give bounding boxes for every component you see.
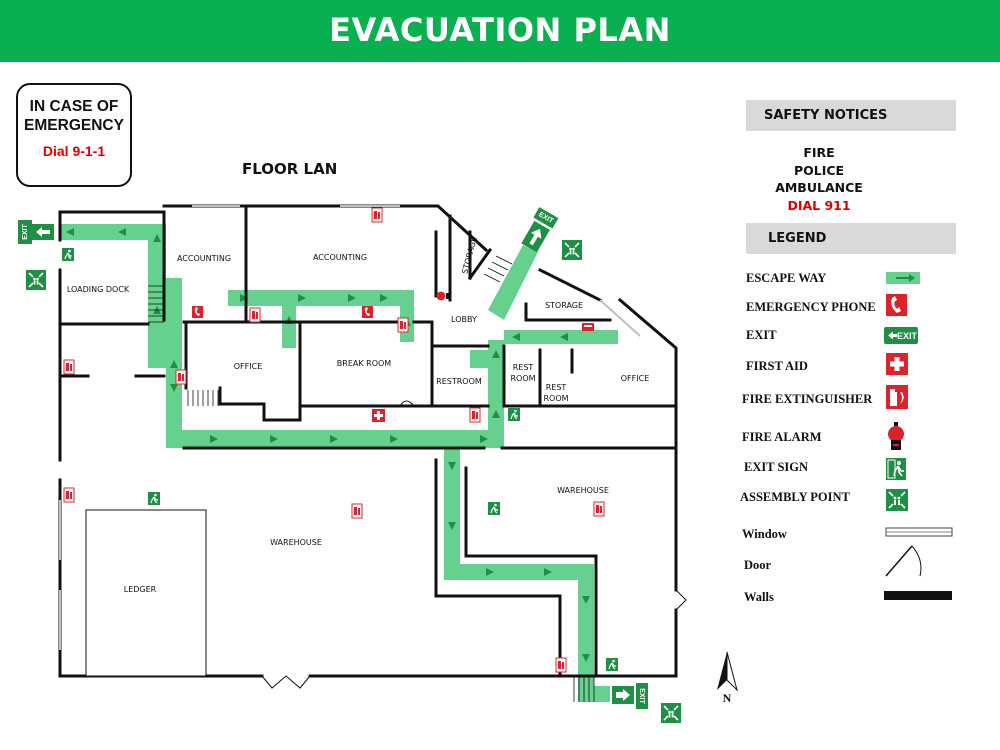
room-label-office-2: OFFICE xyxy=(621,374,650,383)
fire-alarm-icon xyxy=(888,422,904,450)
walls xyxy=(58,204,678,678)
exit-arrow-north xyxy=(521,220,550,253)
ledger-area xyxy=(85,509,207,677)
legend-label-exit-sign: EXIT SIGN xyxy=(744,460,809,474)
notice-police: POLICE xyxy=(793,162,845,178)
exit-text-west: EXIT xyxy=(22,223,29,239)
fire-alarm-icons xyxy=(436,291,594,331)
safety-notices-header: SAFETY NOTICES xyxy=(746,100,956,131)
legend-label-assembly-point: ASSEMBLY POINT xyxy=(740,490,850,504)
page-title: EVACUATION PLAN xyxy=(329,11,671,49)
exit-text-south: EXIT xyxy=(638,688,645,704)
exit-sign-west: EXIT xyxy=(18,220,54,244)
assembly-point-icon xyxy=(886,489,908,511)
escape-routes xyxy=(60,224,618,702)
room-label-break-room: BREAK ROOM xyxy=(337,359,392,368)
safety-notices: FIRE POLICE AMBULANCE DIAL 911 xyxy=(746,144,892,214)
legend-label-fire-extinguisher: FIRE EXTINGUISHER xyxy=(742,392,873,406)
first-aid-icon xyxy=(886,353,908,375)
fire-extinguisher-icon xyxy=(886,385,908,409)
room-label-lobby: LOBBY xyxy=(451,315,477,324)
room-label-loading-dock: LOADING DOCK xyxy=(67,285,130,294)
legend-label-walls: Walls xyxy=(744,590,774,604)
stairs xyxy=(148,255,595,702)
north-label: N xyxy=(723,691,732,705)
room-label-room-1: ROOM xyxy=(510,374,535,383)
legend-label-first-aid: FIRST AID xyxy=(746,359,808,373)
north-arrow-icon: N xyxy=(717,651,738,705)
door-icon xyxy=(885,545,922,577)
legend-label-door: Door xyxy=(744,558,772,572)
windows xyxy=(59,205,641,650)
emergency-line-2: EMERGENCY xyxy=(24,117,124,134)
room-label-rest-1: REST xyxy=(513,363,534,372)
room-label-accounting-2: ACCOUNTING xyxy=(313,253,367,262)
room-label-warehouse-2: WAREHOUSE xyxy=(270,538,322,547)
first-aid-icon xyxy=(372,409,385,422)
room-label-ledger: LEDGER xyxy=(124,585,157,594)
exit-sign-north: EXIT xyxy=(533,207,559,229)
exit-sign-south: EXIT xyxy=(612,683,648,709)
room-label-rest-2: REST xyxy=(546,383,567,392)
room-label-warehouse-1: WAREHOUSE xyxy=(557,486,609,495)
running-man-icon xyxy=(886,458,906,480)
exit-sign-icon: EXIT xyxy=(884,327,918,344)
room-label-room-2: ROOM xyxy=(543,394,568,403)
legend-icons: EXIT xyxy=(884,272,953,600)
emergency-box: IN CASE OF EMERGENCY Dial 9-1-1 xyxy=(16,83,132,187)
notice-dial: DIAL 911 xyxy=(787,197,851,213)
doors xyxy=(261,400,687,689)
legend-exit-text: EXIT xyxy=(897,331,918,341)
escape-arrow-icon xyxy=(886,272,920,284)
legend-label-fire-alarm: FIRE ALARM xyxy=(742,430,822,444)
emergency-dial: Dial 9-1-1 xyxy=(42,143,106,159)
title-banner xyxy=(0,0,1000,62)
phone-icon xyxy=(886,294,907,316)
wall-icon xyxy=(884,591,952,600)
room-label-restroom: RESTROOM xyxy=(436,377,482,386)
emergency-line-1: IN CASE OF xyxy=(29,98,119,115)
notice-ambulance: AMBULANCE xyxy=(775,180,863,195)
legend-label-emergency-phone: EMERGENCY PHONE xyxy=(746,300,876,314)
room-label-accounting-1: ACCOUNTING xyxy=(177,254,231,263)
legend-label-exit: EXIT xyxy=(746,328,777,342)
notice-fire: FIRE xyxy=(803,145,835,160)
floor-plan-title: FLOOR LAN xyxy=(242,160,338,178)
legend-header: LEGEND xyxy=(746,223,956,254)
room-label-storage-2: STORAGE xyxy=(545,301,583,310)
legend-label-escape-way: ESCAPE WAY xyxy=(746,271,827,285)
legend-label-window: Window xyxy=(742,527,787,541)
room-label-office-1: OFFICE xyxy=(234,362,263,371)
window-icon xyxy=(885,527,953,537)
